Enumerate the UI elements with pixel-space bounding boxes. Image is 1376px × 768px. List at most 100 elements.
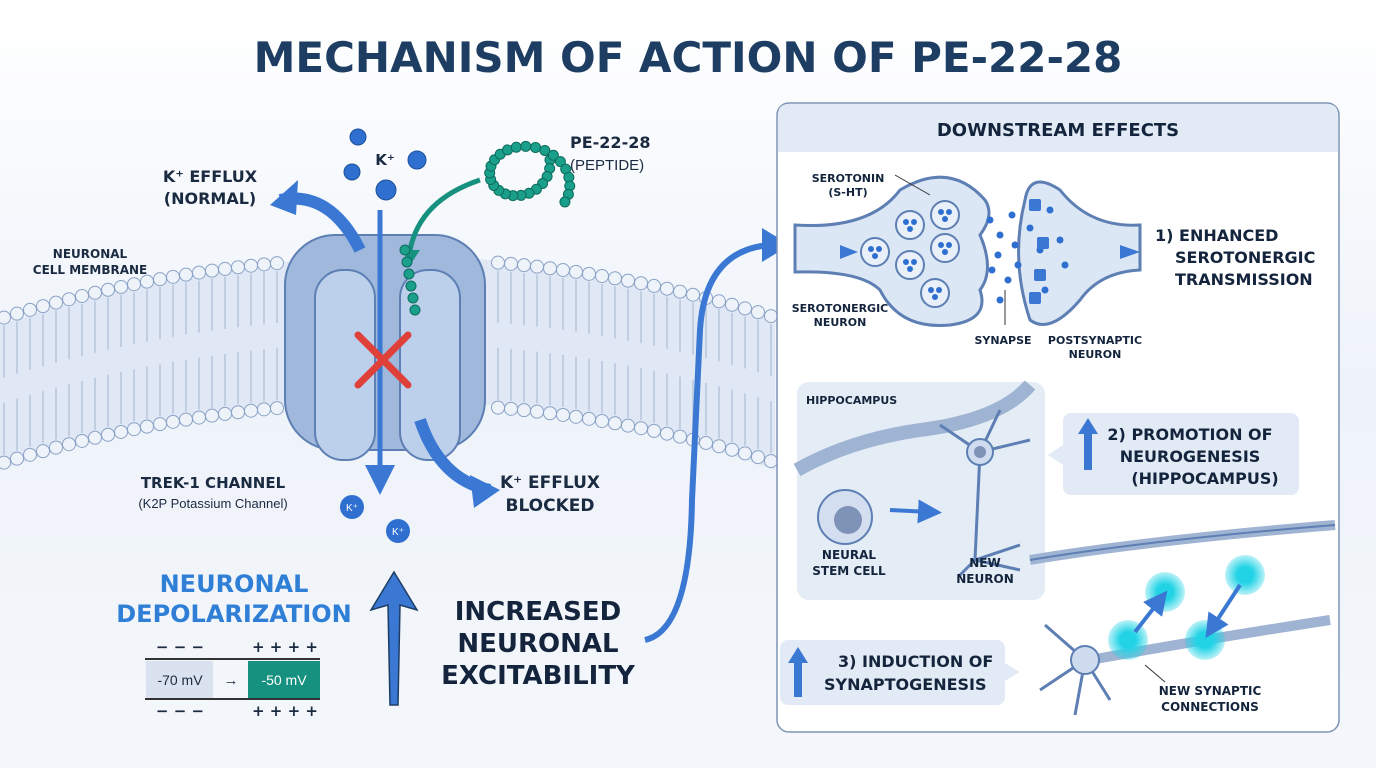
serotonin-molecule (1056, 236, 1064, 244)
lipid-head (205, 408, 219, 423)
serotonin-molecule (1008, 211, 1016, 219)
excitability-line1: INCREASED (455, 597, 622, 627)
k-ions-bottom: K⁺ K⁺ (340, 495, 410, 543)
resting-voltage: -70 mV (157, 672, 203, 688)
vesicle (930, 200, 960, 230)
peptide-bead (539, 144, 551, 156)
serotonin-molecule (938, 242, 944, 248)
serotonin-molecule (928, 287, 934, 293)
page-title: MECHANISM OF ACTION OF PE-22-28 (254, 33, 1123, 82)
serotonin-molecule (903, 259, 909, 265)
k-ion-small: K⁺ (392, 527, 404, 538)
effect-1-line2: SEROTONERGIC (1175, 248, 1315, 267)
depolarized-voltage: -50 mV (261, 672, 307, 688)
serotonin-molecule (942, 216, 948, 222)
serotonin-molecule (946, 209, 952, 215)
excitability-line2: NEURONAL (457, 629, 618, 659)
vesicle (930, 233, 960, 263)
lipid-head (647, 278, 661, 293)
lipid-head (101, 282, 115, 297)
peptide-bead (407, 292, 419, 304)
serotonin-molecule (946, 242, 952, 248)
peptide-bead (401, 256, 413, 268)
lipid-head (751, 305, 765, 320)
effect-3-line2: SYNAPTOGENESIS (824, 675, 987, 694)
lipid-head (244, 258, 258, 273)
lipid-head (244, 403, 258, 418)
serotonin-molecule (868, 246, 874, 252)
lipid-head (192, 410, 206, 425)
lipid-head (166, 414, 180, 429)
peptide-bead (405, 280, 417, 292)
lipid-head (127, 277, 141, 292)
lipid-head (595, 268, 609, 283)
lipid-head (75, 288, 89, 303)
peptide-bead (529, 141, 541, 153)
vesicle (920, 278, 950, 308)
serotonin-molecule (996, 231, 1004, 239)
lipid-head (257, 257, 271, 272)
serotonin-molecule (996, 296, 1004, 304)
lipid-head (127, 422, 141, 437)
depolarization-label: NEURONAL (160, 570, 309, 598)
receptor (1029, 292, 1041, 304)
trek1-channel (284, 234, 486, 461)
receptor (1034, 269, 1046, 281)
lipid-head (491, 400, 505, 415)
lipid-head (205, 263, 219, 278)
vesicle (860, 237, 890, 267)
serotonin-molecule (988, 266, 996, 274)
effect-2-line1: 2) PROMOTION OF (1107, 425, 1272, 444)
positive-charges-bottom: + + + + (252, 702, 318, 720)
negative-charges-top: − − − (156, 638, 204, 656)
serotonin-molecule (872, 253, 878, 259)
lipid-head (36, 299, 50, 314)
lipid-head (738, 446, 752, 461)
lipid-head (608, 416, 622, 431)
stem-cell-sublabel: STEM CELL (812, 564, 886, 578)
peptide-bead (559, 196, 571, 208)
voltage-arrow: → (224, 672, 239, 689)
lipid-head (543, 261, 557, 276)
lipid-head (166, 269, 180, 284)
lipid-head (686, 287, 700, 302)
lipid-head (49, 295, 63, 310)
peptide-bead (520, 140, 532, 152)
lipid-head (218, 406, 232, 421)
up-arrow-icon (788, 647, 808, 697)
membrane-lipid-heads (0, 255, 778, 470)
receptor (1029, 199, 1041, 211)
lipid-head (569, 409, 583, 424)
lipid-head (751, 450, 765, 465)
synapse-illustration (793, 174, 1142, 328)
lipid-head (712, 439, 726, 454)
membrane-label: NEURONAL (53, 247, 128, 261)
lipid-head (114, 424, 128, 439)
lipid-head (231, 260, 245, 275)
k-efflux-normal-label: K⁺ EFFLUX (163, 167, 258, 186)
effect-3-box: 3) INDUCTION OF SYNAPTOGENESIS (780, 640, 1020, 705)
vesicle (895, 210, 925, 240)
lipid-head (725, 297, 739, 312)
serotonin-molecule (907, 226, 913, 232)
lipid-head (88, 430, 102, 445)
effect-1-line3: TRANSMISSION (1175, 270, 1313, 289)
lipid-head (0, 455, 11, 470)
postsynaptic-label: POSTSYNAPTIC (1048, 334, 1142, 347)
blocked-x-icon (354, 331, 412, 389)
lipid-head (582, 266, 596, 281)
serotonin-molecule (942, 249, 948, 255)
lipid-head (491, 255, 505, 270)
peptide-bead (409, 304, 421, 316)
lipid-head (192, 265, 206, 280)
lipid-head (101, 427, 115, 442)
excitability-line3: EXCITABILITY (441, 661, 636, 691)
stem-cell-label: NEURAL (822, 548, 877, 562)
serotonin-label: SEROTONIN (812, 172, 885, 185)
lipid-head (621, 418, 635, 433)
lipid-head (140, 274, 154, 289)
lipid-head (764, 309, 778, 324)
serotonin-molecule (986, 216, 994, 224)
lipid-head (647, 423, 661, 438)
lipid-head (699, 435, 713, 450)
